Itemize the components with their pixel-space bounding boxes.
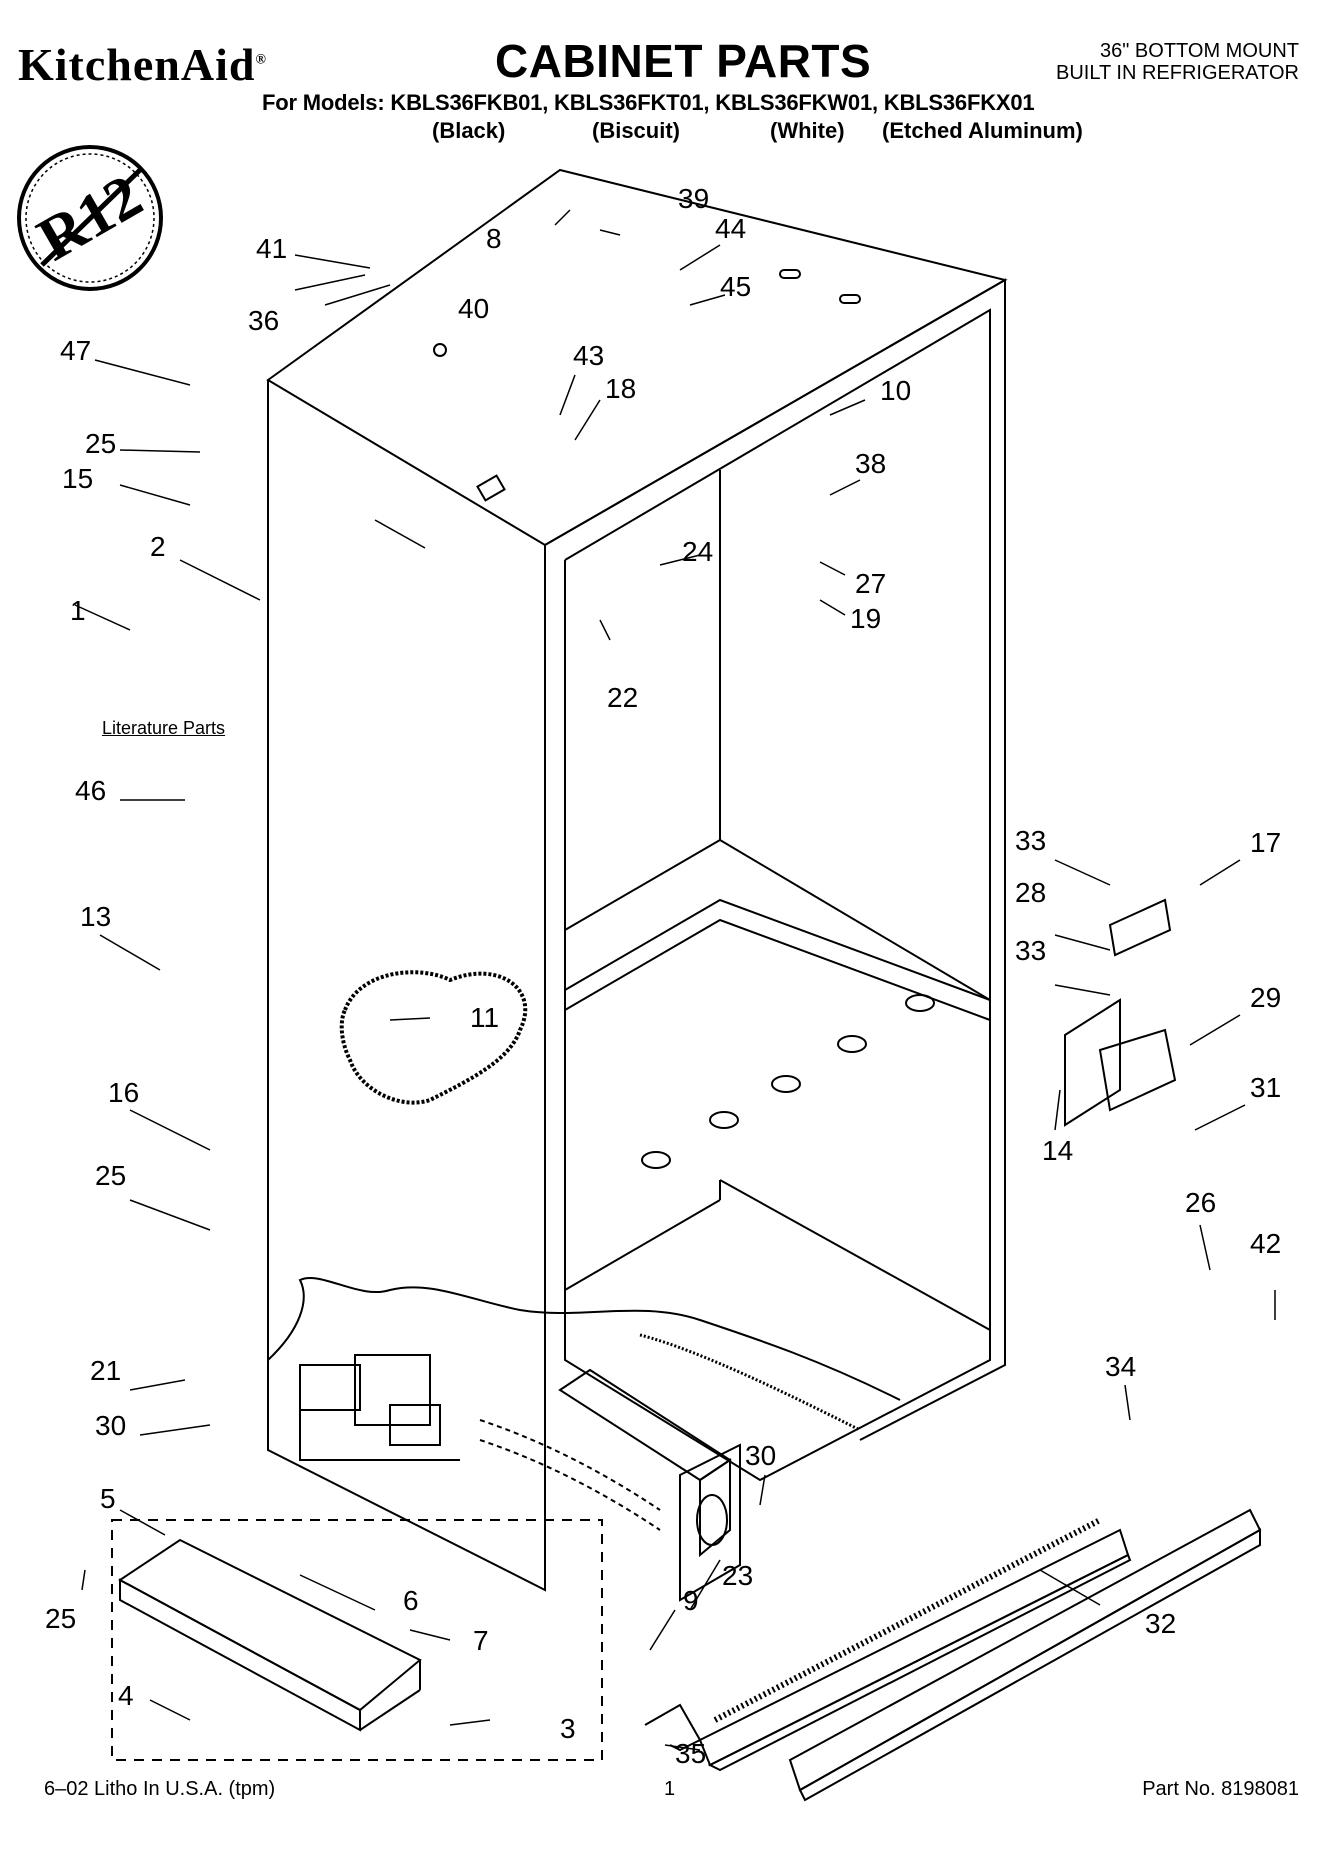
callout-25-bottom: 25 [45,1603,76,1634]
callout-4: 4 [118,1680,134,1711]
callout-36: 36 [248,305,279,336]
callouts: 1 2 3 4 5 6 7 8 9 10 11 13 14 15 16 17 1… [45,183,1281,1769]
kickplate [788,1508,1262,1802]
callout-28: 28 [1015,877,1046,908]
callout-24: 24 [682,536,713,567]
page-subtitle: 36" BOTTOM MOUNT BUILT IN REFRIGERATOR [999,40,1299,84]
callout-41: 41 [256,233,287,264]
callout-47: 47 [60,335,91,366]
callout-30-left: 30 [95,1410,126,1441]
callout-16: 16 [108,1077,139,1108]
callout-11: 11 [470,1002,499,1033]
footer-part-number: Part No. 8198081 [1142,1778,1299,1800]
literature-parts-label: Literature Parts [102,718,226,738]
callout-21: 21 [90,1355,121,1386]
duct-assembly [479,1368,741,1602]
callout-39: 39 [678,183,709,214]
hinge-assembly [1064,898,1177,1127]
callout-33-top: 33 [1015,825,1046,856]
callout-6: 6 [403,1585,419,1616]
callout-46: 46 [75,775,106,806]
callout-13: 13 [80,901,111,932]
callout-19: 19 [850,603,881,634]
callout-2: 2 [150,531,166,562]
color-black: (Black) [432,118,506,143]
callout-38: 38 [855,448,886,479]
compressor-area [299,1354,460,1461]
callout-30-right: 30 [745,1440,776,1471]
callout-31: 31 [1250,1072,1281,1103]
callout-17: 17 [1250,827,1281,858]
subtitle-line-2: BUILT IN REFRIGERATOR [1056,62,1299,84]
color-biscuit: (Biscuit) [592,118,680,143]
base-frame [118,1538,422,1732]
callout-26: 26 [1185,1187,1216,1218]
callout-25-mid: 25 [95,1160,126,1191]
callout-3: 3 [560,1713,576,1744]
callout-23: 23 [722,1560,753,1591]
brand-logo: KitchenAid® [18,39,267,90]
callout-44: 44 [715,213,746,244]
callout-22: 22 [607,682,638,713]
callout-34: 34 [1105,1351,1136,1382]
cabinet-body [266,168,1008,1592]
callout-43: 43 [573,340,604,371]
callout-7: 7 [473,1625,489,1656]
callout-45: 45 [720,271,751,302]
callout-18: 18 [605,373,636,404]
color-etched-aluminum: (Etched Aluminum) [882,118,1083,143]
model-list: For Models: KBLS36FKB01, KBLS36FKT01, KB… [262,90,1035,115]
footer-litho: 6–02 Litho In U.S.A. (tpm) [44,1778,276,1800]
no-r12-badge-icon: R12 [17,145,163,291]
callout-35: 35 [675,1738,706,1769]
callout-10: 10 [880,375,911,406]
leader-lines [74,209,1276,1751]
grille [644,1517,1132,1772]
page-title: CABINET PARTS [495,35,872,87]
callout-32: 32 [1145,1608,1176,1639]
callout-1: 1 [70,595,86,626]
callout-33-bottom: 33 [1015,935,1046,966]
callout-8: 8 [486,223,502,254]
callout-9: 9 [683,1585,699,1616]
callout-15: 15 [62,463,93,494]
callout-25-top: 25 [85,428,116,459]
callout-27: 27 [855,568,886,599]
footer-page-number: 1 [664,1778,676,1800]
callout-5: 5 [100,1483,116,1514]
subtitle-line-1: 36" BOTTOM MOUNT [1100,40,1299,62]
callout-29: 29 [1250,982,1281,1013]
color-white: (White) [770,118,845,143]
callout-40: 40 [458,293,489,324]
callout-14: 14 [1042,1135,1073,1166]
callout-42: 42 [1250,1228,1281,1259]
